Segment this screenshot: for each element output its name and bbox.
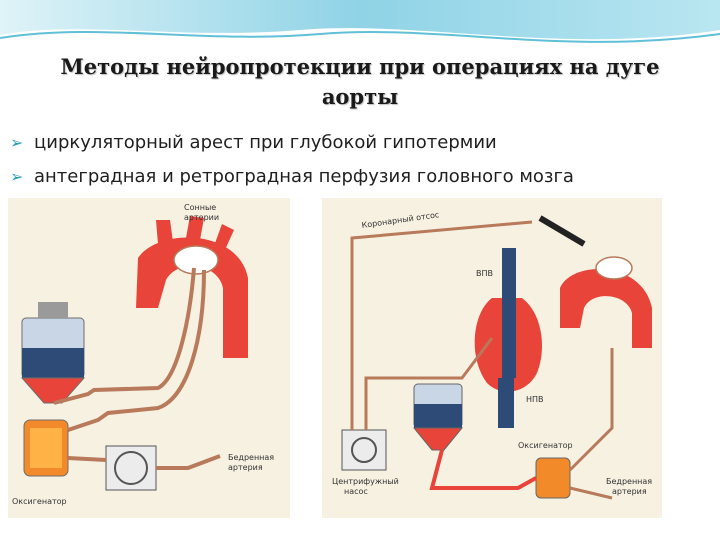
arrow-bullet-icon: ➢ bbox=[10, 132, 24, 152]
label-oxygenator-right: Оксигенатор bbox=[518, 441, 573, 450]
vena-cava-shape bbox=[502, 248, 516, 378]
reservoir-blood-shape bbox=[414, 404, 462, 428]
tube-line bbox=[568, 348, 614, 472]
reservoir-blood-shape bbox=[22, 348, 84, 378]
pump-rotor-shape bbox=[351, 437, 377, 463]
label-carotid-1: Сонные bbox=[184, 203, 216, 212]
label-centrifugal-2: насос bbox=[344, 487, 368, 496]
label-oxygenator-left: Оксигенатор bbox=[12, 497, 67, 506]
arrow-bullet-icon: ➢ bbox=[10, 166, 24, 186]
tube-line bbox=[569, 486, 613, 500]
oxygenator-shape bbox=[535, 457, 571, 499]
arch-opening-shape bbox=[173, 245, 219, 275]
tube-line bbox=[364, 337, 494, 430]
centrifugal-pump-shape bbox=[341, 429, 387, 471]
tube-line bbox=[67, 456, 107, 462]
label-carotid-2: артерии bbox=[184, 213, 219, 222]
label-femoral-1-right: Бедренная bbox=[606, 477, 652, 486]
label-centrifugal-1: Центрифужный bbox=[332, 477, 399, 486]
arch-opening-shape bbox=[595, 256, 633, 280]
reservoir-cone-shape bbox=[412, 427, 464, 451]
label-ivc: НПВ bbox=[526, 395, 544, 404]
coronary-suction-cannula-shape bbox=[538, 215, 586, 247]
left-perfusion-diagram: Сонные артерии Бедренная артерия Оксиген… bbox=[8, 198, 290, 518]
tube-line bbox=[67, 269, 206, 432]
aortic-arch-shape bbox=[560, 269, 652, 348]
label-femoral-2-right: артерия bbox=[612, 487, 647, 496]
slide-title-line1: Методы нейропротекции при операциях на д… bbox=[60, 54, 660, 79]
pump-rotor-shape bbox=[114, 451, 148, 485]
bullet-list: ➢ циркуляторный арест при глубокой гипот… bbox=[10, 125, 710, 193]
ivc-shape bbox=[498, 378, 514, 428]
bullet-text: антеградная и ретроградная перфузия голо… bbox=[34, 165, 574, 187]
left-diagram-svg: Сонные артерии Бедренная артерия Оксиген… bbox=[12, 203, 274, 506]
label-femoral-2: артерия bbox=[228, 463, 263, 472]
right-perfusion-diagram: Коронарный отсос ВПВ НПВ Оксигенатор Цен… bbox=[322, 198, 662, 518]
label-coronary: Коронарный отсос bbox=[361, 210, 440, 230]
slide-title-line2: аорты bbox=[321, 84, 399, 109]
tube-line bbox=[53, 267, 196, 405]
tube-line bbox=[350, 220, 533, 430]
right-diagram-svg: Коронарный отсос ВПВ НПВ Оксигенатор Цен… bbox=[332, 210, 652, 500]
tube-line bbox=[429, 449, 537, 490]
oxygenator-core-shape bbox=[30, 428, 62, 468]
aortic-arch-shape bbox=[136, 237, 248, 358]
header-wave-decoration bbox=[0, 0, 720, 43]
tube-line bbox=[156, 454, 221, 470]
bullet-item: ➢ антеградная и ретроградная перфузия го… bbox=[10, 159, 710, 193]
slide-title: Методы нейропротекции при операциях на д… bbox=[20, 52, 700, 112]
bullet-text: циркуляторный арест при глубокой гипотер… bbox=[34, 131, 497, 153]
reservoir-lid-shape bbox=[38, 302, 68, 318]
label-svc: ВПВ bbox=[476, 269, 493, 278]
bullet-item: ➢ циркуляторный арест при глубокой гипот… bbox=[10, 125, 710, 159]
label-femoral-1: Бедренная bbox=[228, 453, 274, 462]
arch-branches-shape bbox=[156, 216, 234, 252]
reservoir-cone-shape bbox=[20, 377, 86, 404]
